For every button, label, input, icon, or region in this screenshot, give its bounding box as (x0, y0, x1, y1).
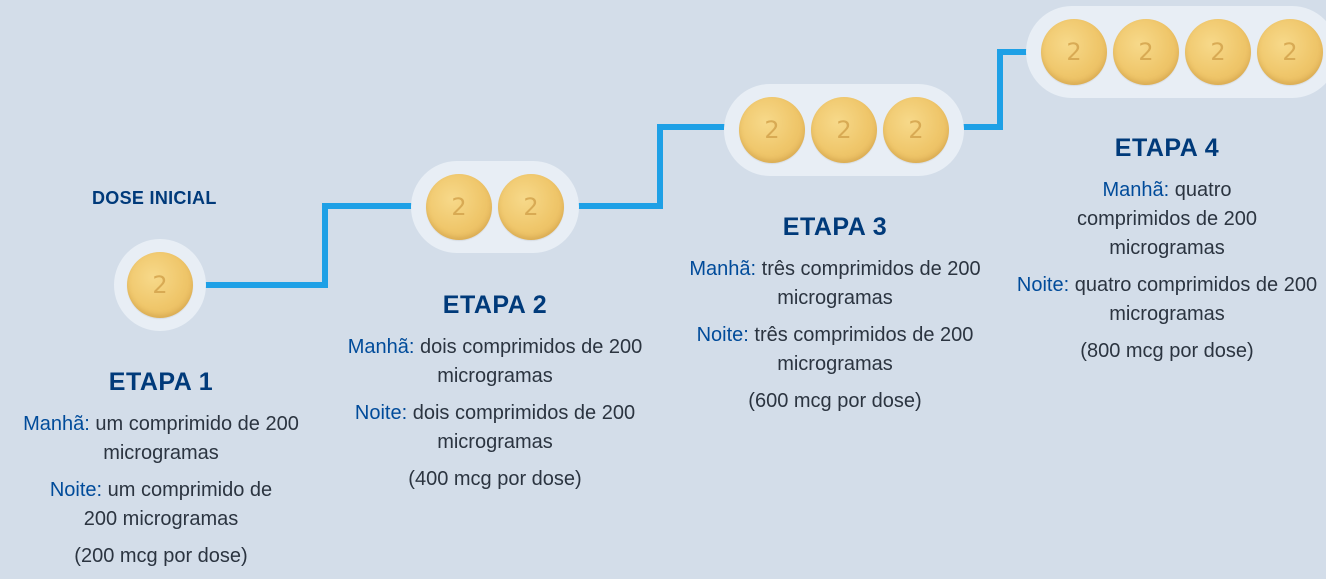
night-label: Noite: (1016, 274, 1070, 297)
step-4-title: ETAPA 4 (1114, 134, 1220, 162)
pill-icon: 2 (1113, 19, 1179, 85)
night-label: Noite: (354, 402, 408, 425)
step-2-night: Noite: dois comprimidos de 200 microgram… (340, 399, 650, 457)
step-3-block: ETAPA 3 Manhã: três comprimidos de 200 m… (670, 209, 1000, 424)
step-1-morning: Manhã: um comprimido de 200 microgramas (11, 410, 311, 468)
pill-icon: 2 (127, 252, 193, 318)
pill-icon: 2 (498, 174, 564, 240)
step-3-title: ETAPA 3 (782, 213, 888, 241)
morning-label: Manhã: (347, 336, 415, 359)
pill-icon: 2 (426, 174, 492, 240)
night-text: quatro comprimidos de 200 microgramas (1069, 274, 1318, 326)
step-2-pills: 2 2 (411, 161, 579, 253)
step-1-title: ETAPA 1 (108, 368, 214, 396)
step-2-morning: Manhã: dois comprimidos de 200 microgram… (345, 333, 645, 391)
pill-icon: 2 (811, 97, 877, 163)
step-4-morning: Manhã: quatro comprimidos de 200 microgr… (1057, 176, 1277, 263)
morning-text: dois comprimidos de 200 microgramas (414, 336, 643, 388)
pill-icon: 2 (1041, 19, 1107, 85)
morning-label: Manhã: (23, 413, 90, 436)
step-3-pills: 2 2 2 (724, 84, 964, 176)
step-4-dose-note: (800 mcg por dose) (1080, 340, 1254, 363)
pill-icon: 2 (883, 97, 949, 163)
night-label: Noite: (49, 479, 103, 502)
step-4-night: Noite: quatro comprimidos de 200 microgr… (1014, 271, 1320, 329)
pill-icon: 2 (1257, 19, 1323, 85)
step-1-block: ETAPA 1 Manhã: um comprimido de 200 micr… (0, 364, 322, 579)
step-3-morning: Manhã: três comprimidos de 200 microgram… (685, 255, 985, 313)
step-2-block: ETAPA 2 Manhã: dois comprimidos de 200 m… (330, 287, 660, 502)
step-4-pills: 2 2 2 2 (1026, 6, 1326, 98)
step-3-dose-note: (600 mcg por dose) (748, 390, 922, 413)
night-text: dois comprimidos de 200 microgramas (407, 402, 636, 454)
step-1-night: Noite: um comprimido de 200 microgramas (36, 476, 286, 534)
morning-text: três comprimidos de 200 microgramas (756, 258, 981, 310)
step-4-block: ETAPA 4 Manhã: quatro comprimidos de 200… (1010, 130, 1324, 374)
pill-icon: 2 (1185, 19, 1251, 85)
step-1-dose-note: (200 mcg por dose) (74, 545, 248, 568)
morning-text: um comprimido de 200 microgramas (89, 413, 299, 465)
night-label: Noite: (696, 324, 749, 347)
step-2-title: ETAPA 2 (442, 291, 548, 319)
dose-initial-label: DOSE INICIAL (92, 188, 217, 208)
morning-label: Manhã: (1102, 179, 1170, 202)
morning-text: quatro comprimidos de 200 microgramas (1076, 179, 1258, 260)
step-2-dose-note: (400 mcg por dose) (408, 468, 582, 491)
morning-label: Manhã: (689, 258, 757, 281)
night-text: três comprimidos de 200 microgramas (748, 324, 974, 376)
night-text: um comprimido de 200 microgramas (83, 479, 273, 531)
step-1-pills: 2 (114, 239, 206, 331)
pill-icon: 2 (739, 97, 805, 163)
step-3-night: Noite: três comprimidos de 200 microgram… (680, 321, 990, 379)
